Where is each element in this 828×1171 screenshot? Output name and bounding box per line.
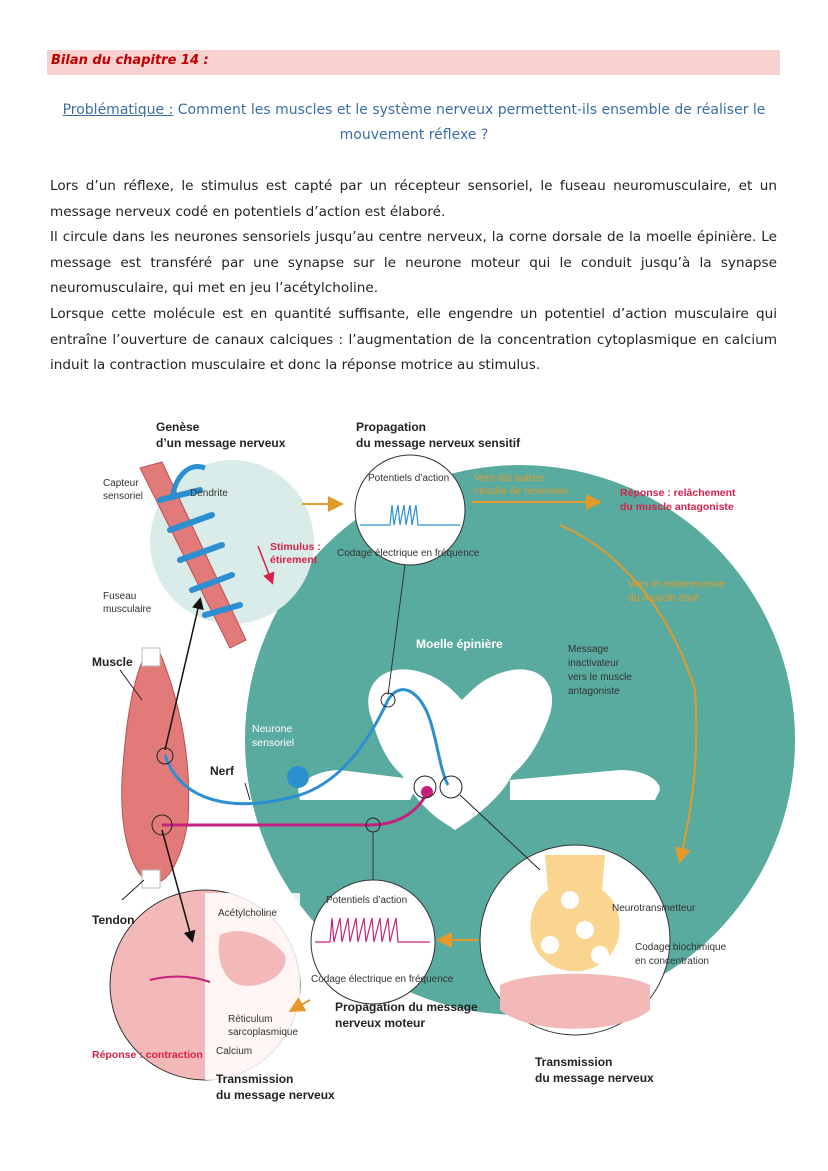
transmission-left-2: du message nerveux (216, 1088, 335, 1102)
codage-bottom-label: Codage électrique en fréquence (311, 974, 454, 985)
chapter-banner: Bilan du chapitre 14 : (47, 50, 780, 75)
summary-text: Lors d’un réflexe, le stimulus est capté… (50, 174, 777, 379)
problem-label: Problématique : (62, 102, 174, 118)
message-inactivateur-1: Message (568, 644, 609, 655)
calcium-label: Calcium (216, 1046, 252, 1057)
muscle-body (121, 647, 190, 883)
chapter-title: Bilan du chapitre 14 : (51, 53, 209, 68)
fuseau-label-1: Fuseau (103, 591, 136, 602)
vers-autres-1: Vers les autres (474, 472, 543, 484)
summary-paragraph: Il circule dans les neurones sensoriels … (50, 229, 777, 297)
codage-top-label: Codage électrique en fréquence (337, 548, 480, 559)
reponse-relachement-2: du muscle antagoniste (620, 501, 734, 513)
stimulus-label-2: étirement (270, 554, 318, 566)
potentiels-top-label: Potentiels d’action (368, 473, 449, 484)
message-inactivateur-3: vers le muscle (568, 672, 632, 683)
stimulus-label-1: Stimulus : (270, 541, 321, 553)
nerf-label: Nerf (210, 764, 235, 778)
potentiels-bottom-label: Potentiels d’action (326, 895, 407, 906)
capteur-label-1: Capteur (103, 478, 139, 489)
vers-motoneurone-2: du muscle étiré (628, 592, 699, 604)
reponse-contraction-label: Réponse : contraction (92, 1049, 203, 1061)
problem-text: Comment les muscles et le système nerveu… (177, 102, 766, 143)
neurone-sensoriel-1: Neurone (252, 723, 292, 735)
problem-statement: Problématique : Comment les muscles et l… (50, 98, 778, 148)
sensory-neuron-fiber (163, 688, 450, 806)
fuseau-label-2: musculaire (103, 604, 152, 615)
summary-paragraph: Lors d’un réflexe, le stimulus est capté… (50, 178, 777, 220)
postsynaptic-membrane (500, 973, 650, 1029)
motor-spike-train (315, 917, 430, 943)
transmission-left-1: Transmission (216, 1072, 293, 1086)
genese-title-1: Genèse (156, 420, 200, 434)
muscle-label: Muscle (92, 655, 133, 669)
neurotransmetteur-label: Neurotransmetteur (612, 903, 696, 914)
codage-biochimique-2: en concentration (635, 956, 709, 967)
vers-motoneurone-1: Vers le motoneurone (628, 578, 725, 590)
dendrite-label: Dendrite (190, 488, 228, 499)
neurone-sensoriel-2: sensoriel (252, 737, 294, 749)
moelle-label: Moelle épinière (416, 637, 503, 651)
tendon-label: Tendon (92, 913, 134, 927)
propagation-sensitif-1: Propagation (356, 420, 426, 434)
capteur-label-2: sensoriel (103, 491, 143, 502)
genese-title-2: d’un message nerveux (156, 436, 286, 450)
reticulum-2: sarcoplasmique (228, 1027, 298, 1038)
message-inactivateur-4: antagoniste (568, 686, 620, 697)
propagation-moteur-2: nerveux moteur (335, 1016, 425, 1030)
sensory-neuron-body (287, 766, 309, 788)
message-inactivateur-2: inactivateur (568, 658, 620, 669)
propagation-sensitif-2: du message nerveux sensitif (356, 436, 521, 450)
spindle-dendrite-coils (157, 487, 243, 618)
transmission-right-2: du message nerveux (535, 1071, 654, 1085)
codage-biochimique-1: Codage biochimique (635, 942, 727, 953)
transmission-right-1: Transmission (535, 1055, 612, 1069)
summary-paragraph: Lorsque cette molécule est en quantité s… (50, 305, 777, 374)
sensory-spike-train (360, 504, 460, 526)
propagation-moteur-1: Propagation du message (335, 1000, 478, 1014)
reticulum-1: Réticulum (228, 1014, 272, 1025)
reponse-relachement-1: Réponse : relâchement (620, 487, 736, 499)
dendrite (169, 464, 206, 501)
acetylcholine-label: Acétylcholine (218, 908, 277, 919)
vers-autres-2: circuits de neurones (474, 485, 568, 497)
